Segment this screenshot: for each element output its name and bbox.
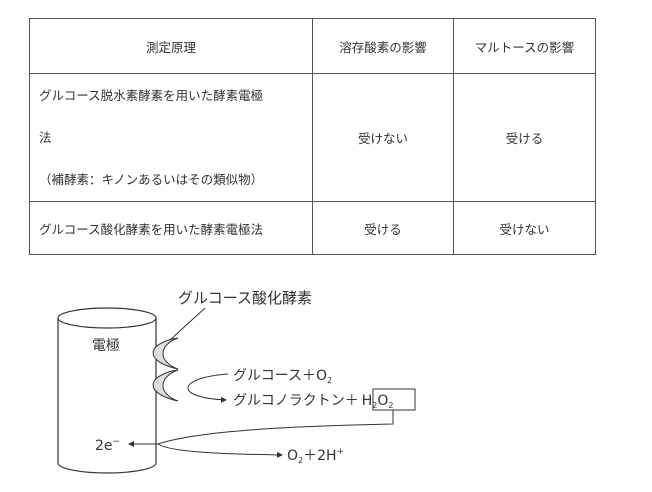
dissolved-oxygen-cell: 受けない	[312, 73, 454, 202]
maltose-cell: 受けない	[453, 201, 596, 255]
electrons-text: 2e−	[95, 437, 120, 454]
reactant-text: グルコース＋O2	[233, 368, 332, 385]
principle-cell: グルコース脱水素酵素を用いた酵素電極 法 （補酵素：キノンあるいはその類似物）	[29, 73, 313, 202]
principle-line: グルコース脱水素酵素を用いた酵素電極	[39, 87, 264, 103]
table-row: グルコース脱水素酵素を用いた酵素電極 法 （補酵素：キノンあるいはその類似物） …	[29, 73, 596, 202]
table-row: グルコース酸化酵素を用いた酵素電極法 受ける 受けない	[29, 201, 596, 255]
reaction-arrow	[187, 373, 229, 403]
electrode-label: 電極	[92, 338, 120, 354]
header-principle: 測定原理	[29, 18, 313, 74]
h2o2-box	[372, 388, 416, 411]
enzyme-label: グルコース酸化酵素	[178, 289, 312, 307]
oxidation-product-text: O2＋2H+	[287, 447, 344, 465]
oxidation-arrow	[157, 443, 283, 458]
header-dissolved-oxygen: 溶存酸素の影響	[312, 18, 454, 74]
principle-line: 法	[39, 129, 52, 145]
electron-path	[157, 410, 394, 445]
comparison-table: 測定原理 溶存酸素の影響 マルトースの影響 グルコース脱水素酵素を用いた酵素電極…	[29, 18, 596, 255]
enzyme-crescents	[152, 337, 179, 402]
principle-cell: グルコース酸化酵素を用いた酵素電極法	[29, 201, 313, 255]
maltose-cell: 受ける	[453, 73, 596, 202]
principle-line: （補酵素：キノンあるいはその類似物）	[39, 171, 264, 187]
enzyme-pointer-line	[169, 307, 206, 341]
dissolved-oxygen-cell: 受ける	[312, 201, 454, 255]
electrode-cylinder	[57, 307, 157, 474]
product-text: グルコノラクトン＋H2O2	[233, 393, 393, 410]
